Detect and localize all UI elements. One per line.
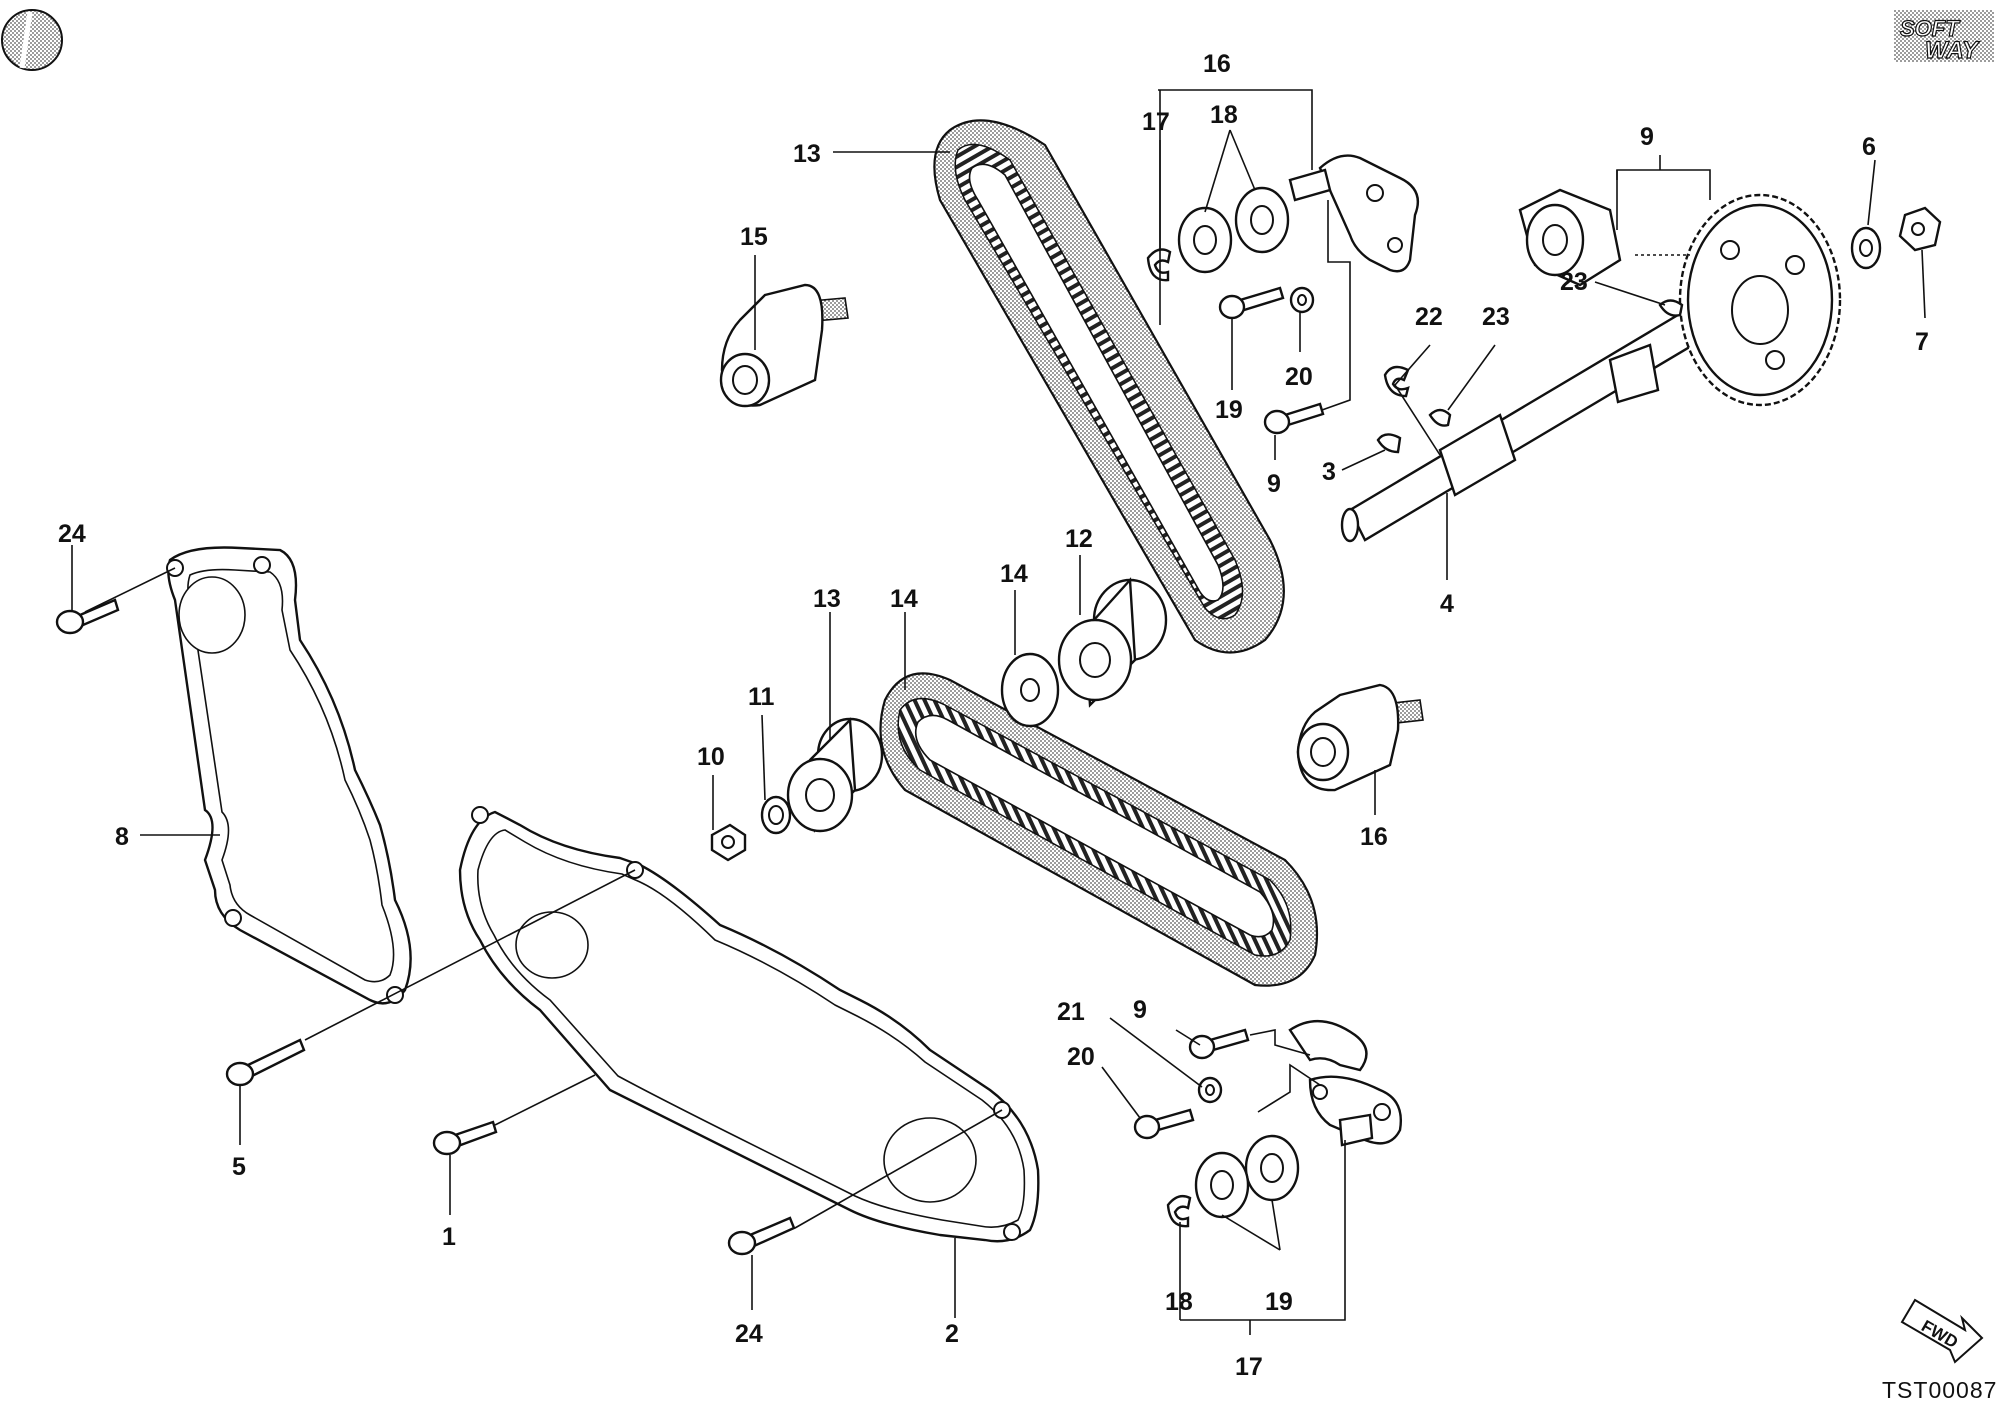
- callout-14: 13: [793, 140, 821, 168]
- belt-cover-main: [458, 806, 1040, 1243]
- nut-11: [710, 823, 747, 862]
- callout-12: 11: [748, 683, 775, 711]
- pulley-13-lower: [786, 717, 884, 833]
- timing-belt-lower: [879, 672, 1319, 987]
- callout-21: 20: [1285, 363, 1313, 391]
- callout-19: 19: [1265, 1288, 1293, 1316]
- callout-1: 1: [442, 1223, 456, 1251]
- bolt-9-lower: [1188, 1028, 1250, 1060]
- spacer-upper: [719, 283, 849, 408]
- callout-17: 17: [1235, 1353, 1263, 1381]
- callout-14: 14: [890, 585, 918, 613]
- logo-line1: SOFT: [1900, 16, 1960, 41]
- tensioner-upper: [1146, 154, 1420, 314]
- callout-15: 14: [1000, 560, 1028, 588]
- callout-20: 20: [1067, 1043, 1095, 1071]
- callout-22: 22: [1415, 303, 1443, 331]
- washer-12: [760, 795, 792, 835]
- callout-11: 10: [697, 743, 725, 771]
- callout-13: 12: [1065, 525, 1093, 553]
- callout-3: 3: [1322, 458, 1336, 486]
- drawing-code: TST00087: [1882, 1377, 1997, 1403]
- callout-5: 5: [232, 1153, 246, 1181]
- callout-23: 23: [1560, 268, 1588, 296]
- callout-10: 9: [1640, 123, 1654, 151]
- callout-16: 15: [740, 223, 768, 251]
- belt-cover-left: [166, 546, 412, 1005]
- callout-24: 24: [58, 520, 86, 548]
- bolt-20-lower: [1133, 1108, 1195, 1140]
- bolt-1: [432, 1120, 498, 1156]
- callout-7: 7: [1915, 328, 1929, 356]
- leader-lines: [71, 89, 1926, 1335]
- bolt-20-upper: [1218, 286, 1285, 320]
- pulley-13-upper: [1057, 577, 1168, 708]
- forward-direction-arrow-icon: FWD: [1900, 1298, 1984, 1364]
- bolt-5: [225, 1038, 306, 1087]
- callout-18: 18: [1165, 1288, 1193, 1316]
- tensioner-lower: [1166, 1019, 1402, 1228]
- bolt-24-upper: [55, 598, 120, 635]
- callout-4: 4: [1440, 590, 1454, 618]
- callout-16: 16: [1360, 823, 1388, 851]
- callout-6: 6: [1862, 133, 1876, 161]
- spacer-lower: [1296, 683, 1424, 792]
- washer-15: [1000, 652, 1060, 728]
- softway-logo: SOFT WAY: [1894, 10, 1994, 65]
- callout-13: 13: [813, 585, 841, 613]
- callout-20: 19: [1215, 396, 1243, 424]
- callout-19: 18: [1210, 101, 1238, 129]
- bolt-9-upper: [1263, 402, 1325, 435]
- callout-18: 17: [1142, 108, 1170, 136]
- callout-9: 9: [1267, 470, 1281, 498]
- camshaft-assembly: [1340, 188, 1942, 543]
- callout-2: 2: [945, 1320, 959, 1348]
- callout-9: 9: [1133, 996, 1147, 1024]
- callout-17: 16: [1203, 50, 1231, 78]
- bolt-24-lower: [727, 1216, 796, 1256]
- callout-21: 21: [1057, 998, 1085, 1026]
- logo-line2: WAY: [1925, 37, 1980, 64]
- timing-belt-upper: [933, 119, 1285, 654]
- brand-emblem-icon: [1, 9, 63, 71]
- callout-23: 23: [1482, 303, 1510, 331]
- callout-8: 8: [115, 823, 129, 851]
- callout-24: 24: [735, 1320, 763, 1348]
- callout-labels: 24 8 5 1 24 2 10 11 13 14 14 12 13 15 16…: [58, 50, 1929, 1381]
